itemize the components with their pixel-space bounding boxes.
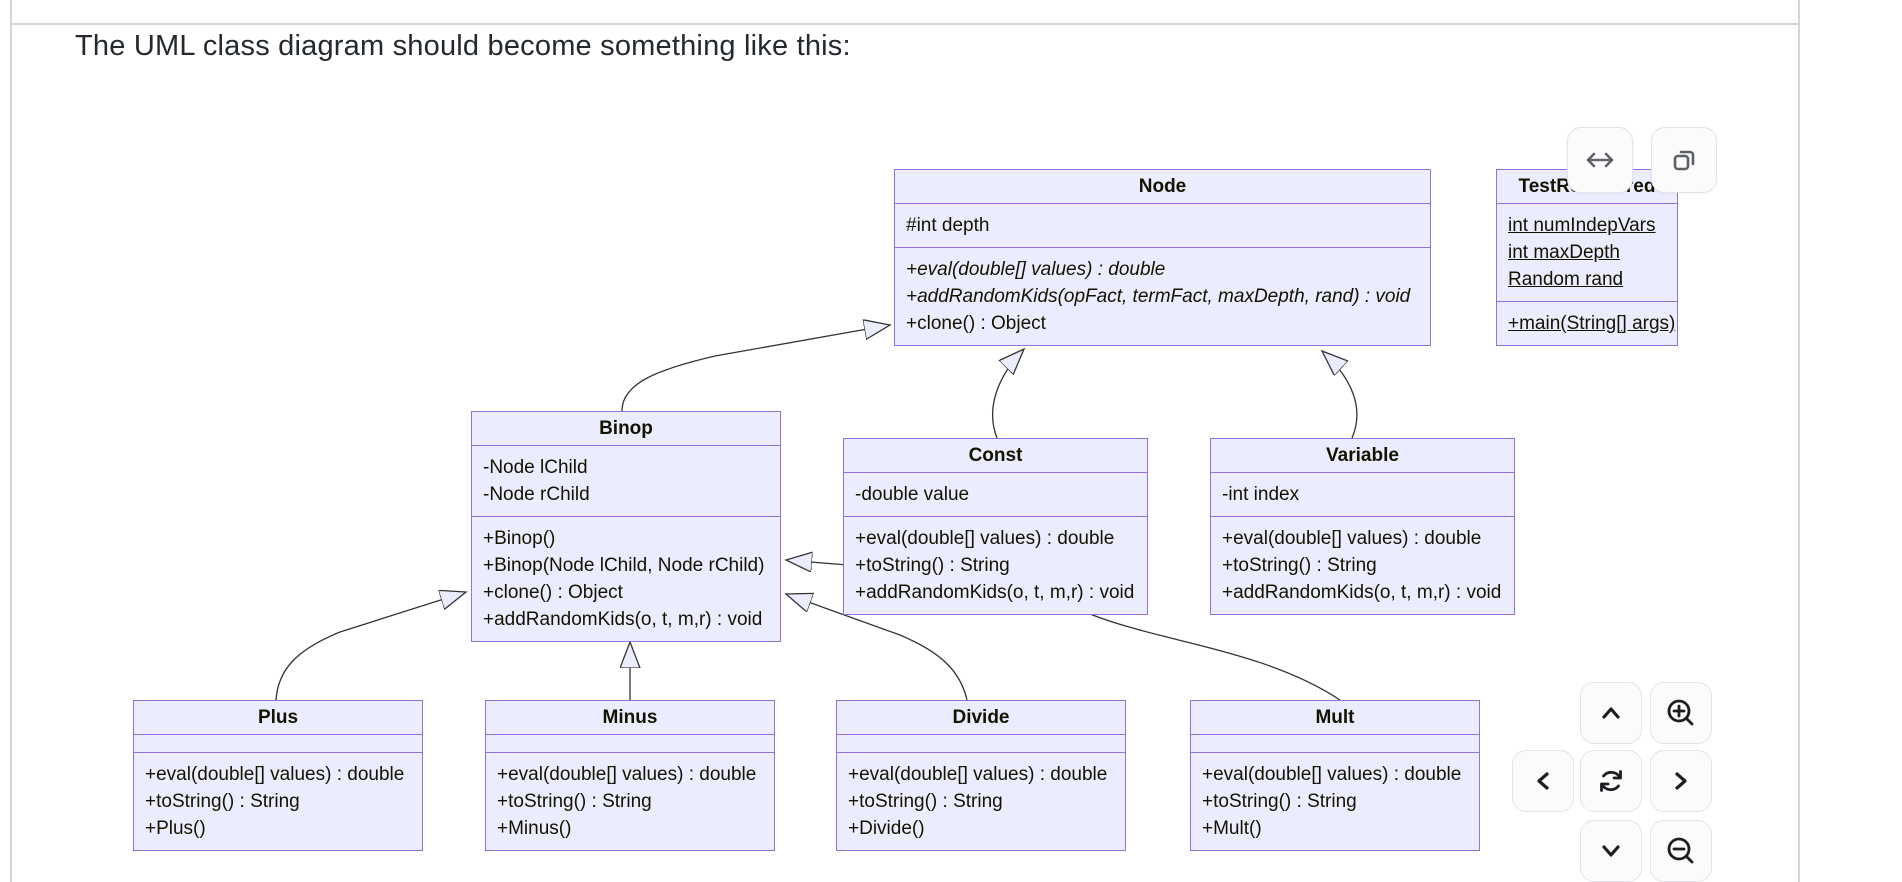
uml-member: +clone() : Object (906, 313, 1046, 334)
class-box-node: Node #int depth +eval(double[] values) : d… (894, 169, 1431, 346)
uml-member: +toString() : String (855, 555, 1010, 576)
class-box-minus: Minus +eval(double[] values) : double +toS… (485, 700, 775, 851)
uml-member: +Binop(Node lChild, Node rChild) (483, 555, 765, 576)
uml-member: +eval(double[] values) : double (145, 764, 405, 785)
chevron-up-icon (1592, 694, 1630, 732)
class-attributes-minus (486, 734, 774, 752)
class-methods-testrefactored: +main(String[] args) (1497, 301, 1677, 345)
edge-variable-extends-node (1322, 351, 1358, 439)
class-attributes-variable: -int index (1211, 472, 1514, 516)
uml-member: +addRandomKids(opFact, termFact, maxDept… (906, 286, 1411, 307)
class-methods-divide: +eval(double[] values) : double +toString… (837, 752, 1125, 850)
uml-member: int numIndepVars (1508, 215, 1656, 236)
uml-member: int maxDepth (1508, 242, 1620, 263)
edge-binop-extends-node (621, 325, 890, 412)
edge-const-extends-node (991, 349, 1024, 439)
uml-member: -double value (855, 484, 970, 505)
uml-member: +toString() : String (848, 791, 1003, 812)
magnifier-plus-icon (1662, 694, 1700, 732)
uml-member: +main(String[] args) (1508, 313, 1676, 334)
panel-left-border (10, 0, 12, 882)
uml-member: +addRandomKids(o, t, m,r) : void (483, 609, 763, 630)
class-title-variable: Variable (1326, 445, 1399, 466)
reset-view-button[interactable] (1580, 750, 1642, 812)
class-box-variable: Variable -int index +eval(double[] values)… (1210, 438, 1515, 615)
uml-member: -int index (1222, 484, 1300, 505)
refresh-icon (1592, 762, 1630, 800)
uml-member: -Node rChild (483, 484, 590, 505)
uml-member: +toString() : String (1222, 555, 1377, 576)
double-arrow-horizontal-icon (1580, 140, 1620, 180)
uml-member: +addRandomKids(o, t, m,r) : void (855, 582, 1135, 603)
class-methods-minus: +eval(double[] values) : double +toString… (486, 752, 774, 850)
zoom-in-button[interactable] (1650, 682, 1712, 744)
pan-right-button[interactable] (1650, 750, 1712, 812)
class-title-binop: Binop (599, 418, 653, 439)
class-box-mult: Mult +eval(double[] values) : double +toSt… (1190, 700, 1480, 851)
uml-member: +eval(double[] values) : double (497, 764, 757, 785)
class-box-plus: Plus +eval(double[] values) : double +toSt… (133, 700, 423, 851)
panel-right-border (1798, 0, 1800, 882)
class-attributes-node: #int depth (895, 203, 1430, 247)
class-title-minus: Minus (602, 707, 658, 728)
uml-member: +clone() : Object (483, 582, 623, 603)
class-attributes-mult (1191, 734, 1479, 752)
class-title-node: Node (1138, 176, 1187, 197)
class-attributes-divide (837, 734, 1125, 752)
class-methods-binop: +Binop() +Binop(Node lChild, Node rChild)… (472, 516, 780, 641)
uml-member: +Divide() (848, 818, 925, 839)
expand-horizontal-button[interactable] (1567, 127, 1633, 193)
class-methods-plus: +eval(double[] values) : double +toString… (134, 752, 422, 850)
edge-plus-extends-binop (275, 592, 466, 701)
class-box-divide: Divide +eval(double[] values) : double +to… (836, 700, 1126, 851)
uml-member: #int depth (906, 215, 990, 236)
class-attributes-plus (134, 734, 422, 752)
class-box-const: Const -double value +eval(double[] values)… (843, 438, 1148, 615)
class-title-plus: Plus (257, 707, 299, 728)
panel-top-border (11, 23, 1798, 25)
class-box-binop: Binop-Node lChild-Node rChild+Binop()+Bi… (471, 411, 781, 642)
pan-left-button[interactable] (1512, 750, 1574, 812)
copy-icon (1664, 140, 1704, 180)
class-methods-variable: +eval(double[] values) : double +toString… (1211, 516, 1514, 614)
uml-member: Random rand (1508, 269, 1624, 290)
zoom-out-button[interactable] (1650, 820, 1712, 882)
uml-member: +eval(double[] values) : double (848, 764, 1108, 785)
uml-member: +eval(double[] values) : double (1202, 764, 1462, 785)
uml-member: +Mult() (1202, 818, 1262, 839)
uml-member: +Binop() (483, 528, 556, 549)
uml-member: +eval(double[] values) : double (1222, 528, 1482, 549)
class-title-const: Const (968, 445, 1023, 466)
class-title-divide: Divide (952, 707, 1010, 728)
uml-member: +toString() : String (1202, 791, 1357, 812)
uml-member: +addRandomKids(o, t, m,r) : void (1222, 582, 1502, 603)
uml-member: +eval(double[] values) : double (906, 259, 1166, 280)
class-title-mult: Mult (1315, 707, 1355, 728)
magnifier-minus-icon (1662, 832, 1700, 870)
uml-member: -Node lChild (483, 457, 588, 478)
uml-member: +eval(double[] values) : double (855, 528, 1115, 549)
uml-member: +toString() : String (145, 791, 300, 812)
class-attributes-binop: -Node lChild -Node rChild (472, 445, 780, 516)
class-attributes-const: -double value (844, 472, 1147, 516)
page-title: The UML class diagram should become some… (75, 30, 851, 62)
uml-member: +Minus() (497, 818, 572, 839)
chevron-down-icon (1592, 832, 1630, 870)
class-methods-mult: +eval(double[] values) : double +toString… (1191, 752, 1479, 850)
class-methods-const: +eval(double[] values) : double +toString… (844, 516, 1147, 614)
uml-member: +toString() : String (497, 791, 652, 812)
chevron-left-icon (1524, 762, 1562, 800)
chevron-right-icon (1662, 762, 1700, 800)
pan-up-button[interactable] (1580, 682, 1642, 744)
pan-down-button[interactable] (1580, 820, 1642, 882)
copy-button[interactable] (1651, 127, 1717, 193)
class-methods-node: +eval(double[] values) : double +addRando… (895, 247, 1430, 345)
uml-member: +Plus() (145, 818, 206, 839)
